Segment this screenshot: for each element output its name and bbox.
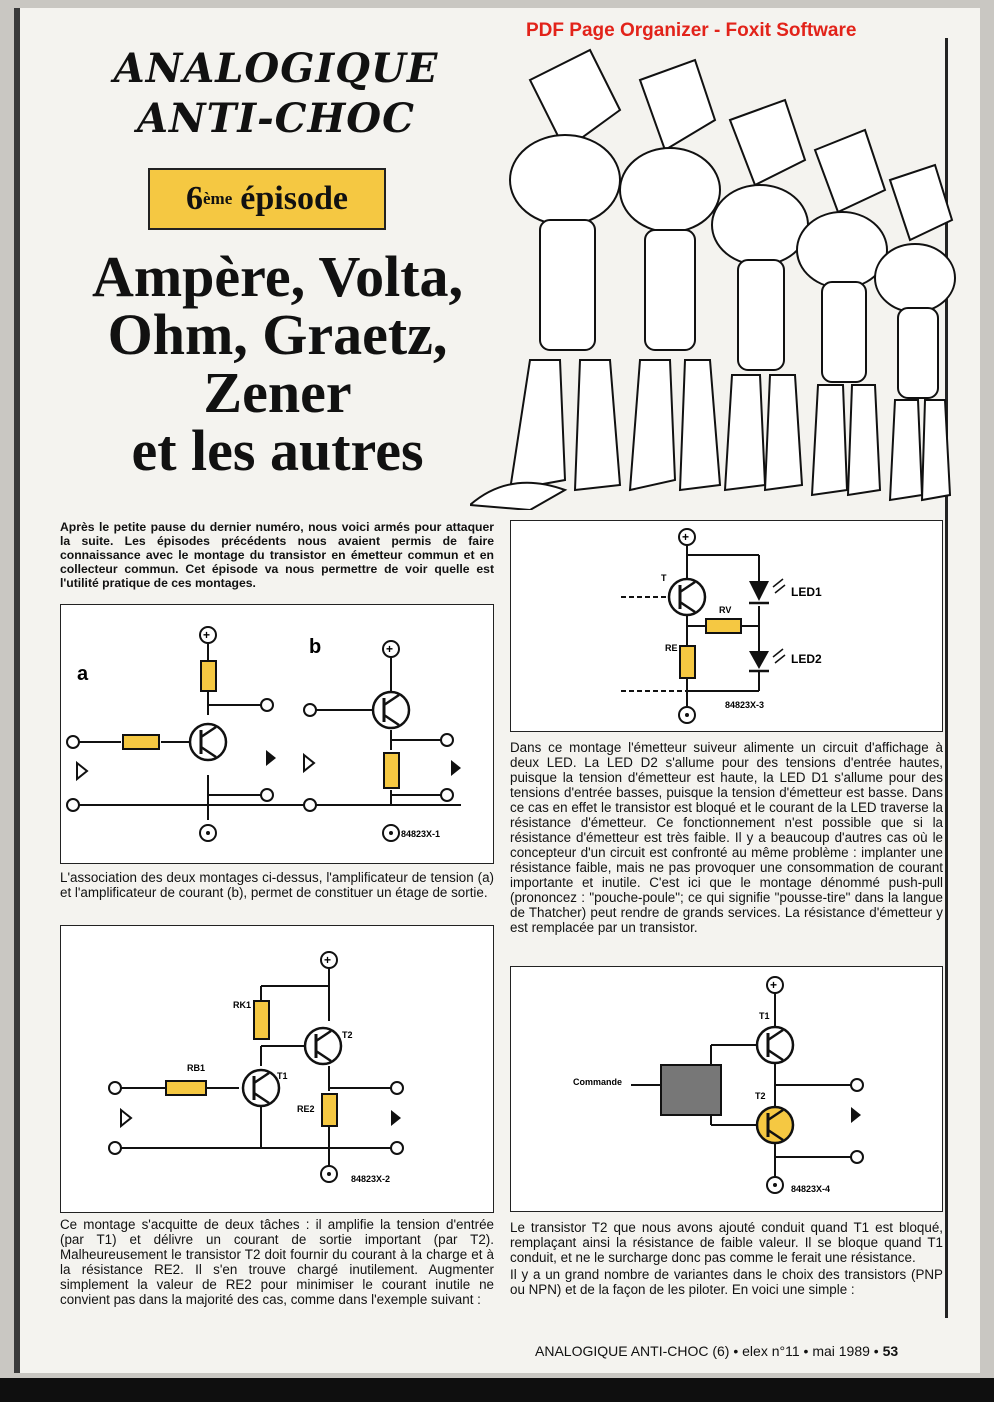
commande-block — [660, 1064, 722, 1116]
svg-text:+: + — [386, 642, 393, 656]
label-re2: RE2 — [297, 1104, 315, 1114]
episode-sup: ème — [203, 189, 233, 208]
re2-resistor — [321, 1093, 338, 1127]
column-rule — [945, 38, 948, 1318]
episode-word: épisode — [240, 180, 348, 217]
label-commande: Commande — [573, 1077, 622, 1087]
page-footer: ANALOGIQUE ANTI-CHOC (6) • elex n°11 • m… — [535, 1343, 898, 1359]
input-arrow-icon — [76, 760, 89, 782]
figure-code: 84823X-4 — [791, 1184, 830, 1194]
figure-code: 84823X-2 — [351, 1174, 390, 1184]
figure-code: 84823X-1 — [401, 829, 440, 839]
label-rk1: RK1 — [233, 1000, 251, 1010]
knights-illustration — [470, 48, 956, 510]
output-arrow-icon — [391, 1110, 401, 1126]
headline-line: Ohm, Graetz, — [107, 302, 448, 367]
led1-icon — [749, 581, 769, 601]
title-line-1: ANALOGIQUE — [113, 45, 439, 92]
emitter-resistor — [383, 752, 400, 789]
article-title: ANALOGIQUE ANTI-CHOC — [46, 44, 506, 144]
label-t2: T2 — [342, 1030, 353, 1040]
paragraph-4: Le transistor T2 que nous avons ajouté c… — [510, 1220, 943, 1265]
transistor-t2-symbol — [303, 1026, 343, 1066]
knight-figure — [711, 98, 809, 492]
footer-text: ANALOGIQUE ANTI-CHOC (6) • elex n°11 • m… — [535, 1343, 879, 1359]
caption-1: L'association des deux montages ci-dessu… — [60, 870, 494, 900]
transistor-t1-symbol — [755, 1025, 795, 1065]
knight-figure — [874, 163, 956, 502]
page-number: 53 — [882, 1343, 899, 1359]
watermark-banner: PDF Page Organizer - Foxit Software — [526, 20, 857, 41]
figure-label-b: b — [309, 636, 321, 658]
headline-line: Ampère, Volta, — [91, 244, 464, 309]
figure-code: 84823X-3 — [725, 700, 764, 710]
led2-icon — [749, 651, 769, 669]
figure-label-a: a — [77, 663, 89, 685]
output-arrow-icon — [851, 1107, 861, 1123]
paragraph-5: Il y a un grand nombre de variantes dans… — [510, 1267, 943, 1297]
transistor-t2-symbol — [755, 1105, 795, 1145]
transistor-t1-symbol — [241, 1068, 281, 1108]
label-t1: T1 — [277, 1071, 288, 1081]
output-arrow-icon — [266, 750, 276, 766]
svg-text:+: + — [203, 628, 210, 642]
transistor-symbol — [371, 690, 411, 730]
rv-resistor — [705, 618, 742, 634]
figure-4: + Commande T1 T2 84823X-4 — [510, 966, 943, 1212]
svg-text:+: + — [770, 978, 777, 992]
label-rv: RV — [719, 605, 731, 615]
paragraph-3: Dans ce montage l'émetteur suiveur alime… — [510, 740, 943, 935]
label-re: RE — [665, 643, 678, 653]
knight-figure — [796, 128, 888, 497]
paragraph-2: Ce montage s'acquitte de deux tâches : i… — [60, 1217, 494, 1307]
schematic-84823X-4: + Commande T1 T2 84823X-4 — [573, 976, 864, 1194]
figure-1: + + a b 84823X-1 — [60, 604, 494, 864]
svg-text:+: + — [324, 953, 331, 967]
plus-terminal — [320, 951, 338, 969]
label-led2: LED2 — [791, 652, 822, 666]
svg-text:+: + — [682, 530, 689, 544]
input-arrow-icon — [303, 752, 316, 774]
plus-terminal — [199, 626, 217, 644]
base-resistor — [122, 734, 160, 750]
headline-line: et les autres — [131, 418, 424, 483]
collector-resistor — [200, 660, 217, 692]
plus-terminal — [382, 640, 400, 658]
plus-terminal — [766, 976, 784, 994]
label-t2: T2 — [755, 1091, 766, 1101]
figure-2: + RK1 RB1 RE2 T1 T2 84823X-2 — [60, 925, 494, 1213]
rb1-resistor — [165, 1080, 207, 1096]
label-rb1: RB1 — [187, 1063, 205, 1073]
re-resistor — [679, 645, 696, 679]
transistor-symbol — [667, 577, 707, 617]
title-line-2: ANTI-CHOC — [137, 95, 415, 142]
schematic-84823X-2: + RK1 RB1 RE2 T1 T2 84823X-2 — [108, 951, 404, 1184]
schematic-84823X-1: + + a b 84823X-1 — [66, 626, 461, 842]
label-t1: T1 — [759, 1011, 770, 1021]
schematic-84823X-3: + T RV RE LED1 LED2 84823X-3 — [621, 528, 822, 724]
input-arrow-icon — [120, 1107, 133, 1129]
headline-line: Zener — [203, 360, 352, 425]
figure-3: + T RV RE LED1 LED2 84823X-3 — [510, 520, 943, 732]
rk1-resistor — [253, 1000, 270, 1040]
headline: Ampère, Volta, Ohm, Graetz, Zener et les… — [40, 248, 515, 480]
label-led1: LED1 — [791, 585, 822, 599]
episode-number: 6 — [186, 180, 204, 217]
transistor-symbol — [188, 722, 228, 762]
knight-figure — [508, 48, 622, 492]
knight-figure — [619, 58, 722, 492]
label-t: T — [661, 573, 667, 583]
intro-paragraph: Après le petite pause du dernier numéro,… — [60, 520, 494, 590]
scan-bottom-band — [0, 1378, 994, 1402]
output-arrow-icon — [451, 760, 461, 776]
plus-terminal — [678, 528, 696, 546]
